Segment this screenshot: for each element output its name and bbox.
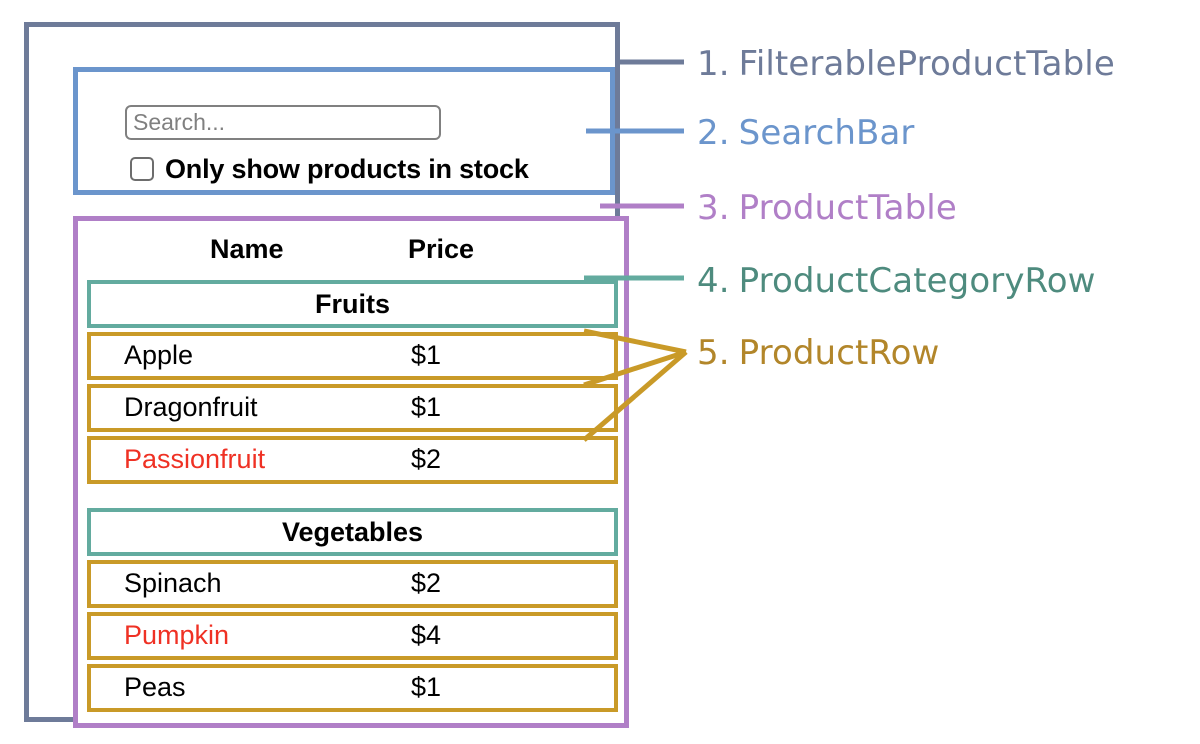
- product-row-name: Spinach: [124, 567, 222, 598]
- product-row-price: $4: [411, 619, 442, 650]
- checkbox-icon[interactable]: [130, 157, 154, 181]
- product-table-body: Fruits Apple $1 Dragonfruit $1 Passionfr…: [87, 280, 618, 716]
- search-input[interactable]: [125, 105, 441, 140]
- legend-label: ProductTable: [738, 188, 957, 228]
- legend-number: 5.: [697, 333, 730, 373]
- legend-label: SearchBar: [738, 113, 915, 153]
- search-bar-boundary: Only show products in stock: [73, 67, 615, 195]
- legend-number: 4.: [697, 261, 730, 301]
- legend-label: ProductRow: [738, 333, 940, 373]
- legend-item-search-bar: 2.SearchBar: [697, 113, 915, 153]
- product-category-row-label: Fruits: [314, 288, 390, 319]
- product-row-price: $1: [411, 339, 442, 370]
- product-row: Spinach $2: [87, 560, 618, 608]
- product-row-name: Pumpkin: [124, 619, 230, 650]
- legend-item-product-category-row: 4.ProductCategoryRow: [697, 261, 1096, 301]
- legend-label: FilterableProductTable: [738, 44, 1115, 84]
- product-category-row: Fruits: [87, 280, 618, 328]
- product-row-name: Peas: [124, 671, 186, 702]
- filterable-product-table-boundary: Only show products in stock Name Price F…: [24, 22, 629, 728]
- product-row: Passionfruit $2: [87, 436, 618, 484]
- product-row: Dragonfruit $1: [87, 384, 618, 432]
- product-row-price: $1: [411, 391, 442, 422]
- legend-number: 3.: [697, 188, 730, 228]
- column-header-name: Name: [210, 234, 284, 264]
- product-row: Apple $1: [87, 332, 618, 380]
- product-row: Peas $1: [87, 664, 618, 712]
- column-header-price: Price: [408, 234, 475, 264]
- product-category-row-label: Vegetables: [281, 516, 424, 547]
- legend-number: 1.: [697, 44, 730, 84]
- product-row-price: $2: [411, 443, 442, 474]
- legend-label: ProductCategoryRow: [738, 261, 1096, 301]
- legend-number: 2.: [697, 113, 730, 153]
- legend-item-product-row: 5.ProductRow: [697, 333, 939, 373]
- section-spacer: [87, 488, 618, 508]
- product-row-name: Apple: [124, 339, 194, 370]
- product-table-boundary: Name Price Fruits Apple $1 Dragonfruit $…: [73, 216, 629, 728]
- product-row-price: $2: [411, 567, 442, 598]
- in-stock-filter-row[interactable]: Only show products in stock: [130, 153, 529, 185]
- product-row-price: $1: [411, 671, 442, 702]
- legend-item-product-table: 3.ProductTable: [697, 188, 957, 228]
- product-row-name: Passionfruit: [124, 443, 266, 474]
- product-table-header: Name Price: [78, 227, 624, 272]
- product-row-name: Dragonfruit: [124, 391, 258, 422]
- legend-item-filterable-product-table: 1.FilterableProductTable: [697, 44, 1115, 84]
- product-row: Pumpkin $4: [87, 612, 618, 660]
- product-category-row: Vegetables: [87, 508, 618, 556]
- in-stock-checkbox-label: Only show products in stock: [165, 153, 529, 184]
